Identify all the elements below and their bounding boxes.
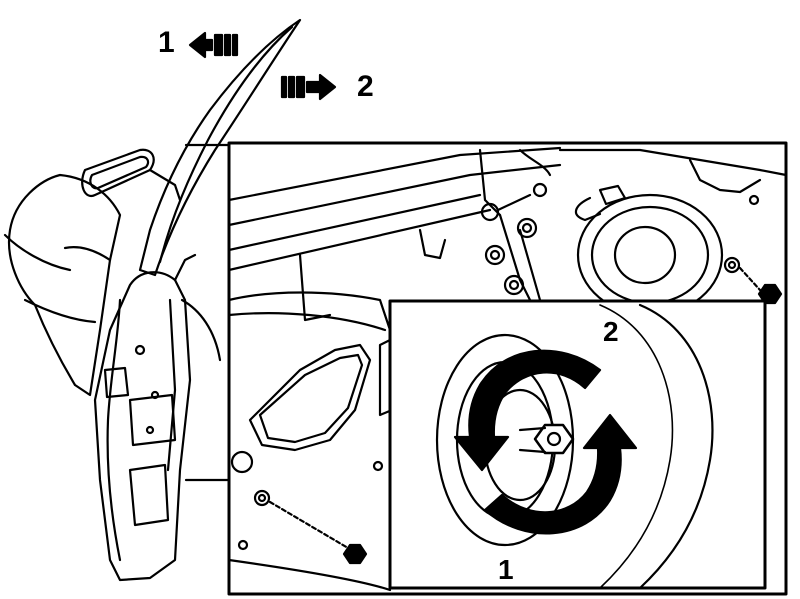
mounting-bolts bbox=[237, 194, 783, 565]
bolt-right-far bbox=[757, 283, 783, 305]
bolt-right bbox=[723, 256, 741, 274]
side-mirror bbox=[81, 148, 182, 202]
rotation-label-1: 1 bbox=[498, 554, 514, 585]
rotate-counterclockwise-icon bbox=[453, 349, 602, 472]
speaker bbox=[574, 184, 724, 317]
rotate-clockwise-icon bbox=[483, 413, 638, 535]
door-frame-left bbox=[93, 253, 222, 582]
direction-label-1: 1 bbox=[158, 26, 175, 59]
bolt-upper-3 bbox=[503, 274, 525, 296]
bolt-lower-left bbox=[253, 489, 271, 507]
door-inner-panel bbox=[227, 146, 788, 332]
rotation-label-2: 2 bbox=[603, 316, 619, 347]
leader-lines bbox=[184, 143, 231, 482]
seat-outline bbox=[3, 173, 122, 397]
double-arrow-left-icon bbox=[188, 31, 239, 59]
panel-cutouts bbox=[227, 338, 394, 592]
double-arrow-right-icon bbox=[280, 73, 337, 101]
direction-label-2: 2 bbox=[357, 70, 374, 103]
rotation-detail-frame bbox=[388, 299, 767, 590]
speaker-closeup bbox=[435, 303, 714, 590]
bolt-upper-1 bbox=[484, 244, 506, 266]
bolt-upper-2 bbox=[516, 217, 538, 239]
bolt-lower-nut bbox=[342, 543, 368, 565]
door-interior-detail-frame bbox=[227, 141, 788, 596]
